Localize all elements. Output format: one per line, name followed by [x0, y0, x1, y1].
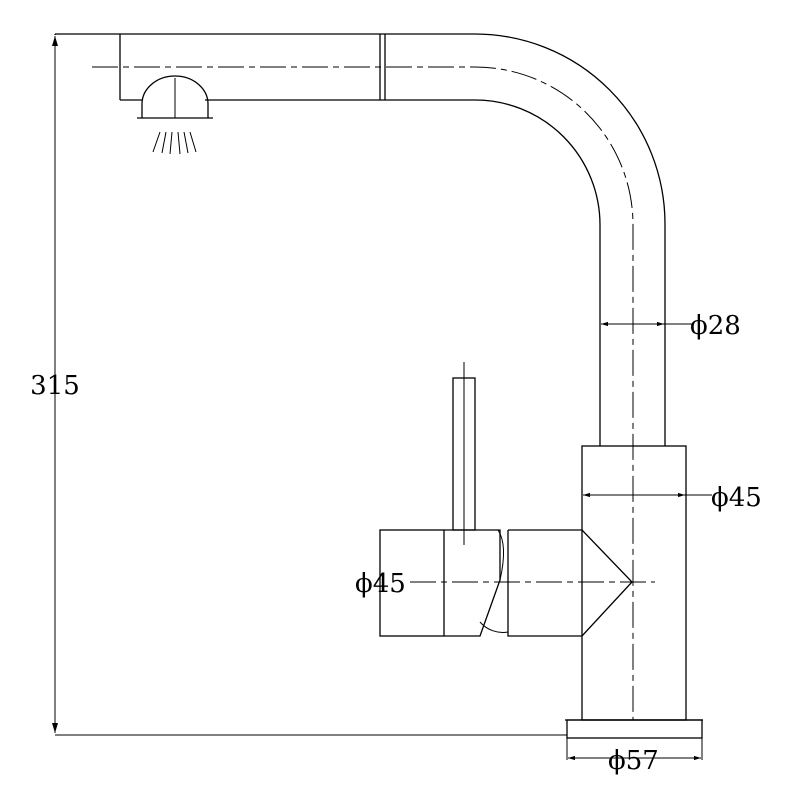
- dimension-tube-diameter-label: ϕ28: [690, 311, 741, 341]
- dimension-base-diameter-label: ϕ57: [608, 746, 659, 776]
- dimension-height: 315: [30, 33, 567, 736]
- spray-head: [137, 75, 213, 155]
- faucet-body: [565, 445, 703, 721]
- dimension-body-diameter-label: ϕ45: [711, 483, 762, 513]
- dimension-base-diameter: ϕ57: [568, 746, 701, 776]
- dimension-height-label: 315: [30, 371, 80, 401]
- dimension-body-diameter: ϕ45: [583, 483, 762, 513]
- spout-tube: [54, 33, 666, 720]
- dimension-tube-diameter: ϕ28: [601, 311, 741, 341]
- lever-handle: [452, 362, 476, 545]
- faucet-base: [566, 719, 703, 760]
- dimension-handle-diameter: ϕ45: [355, 569, 406, 599]
- dimension-handle-diameter-label: ϕ45: [355, 569, 406, 599]
- mixer-housing: [379, 529, 655, 637]
